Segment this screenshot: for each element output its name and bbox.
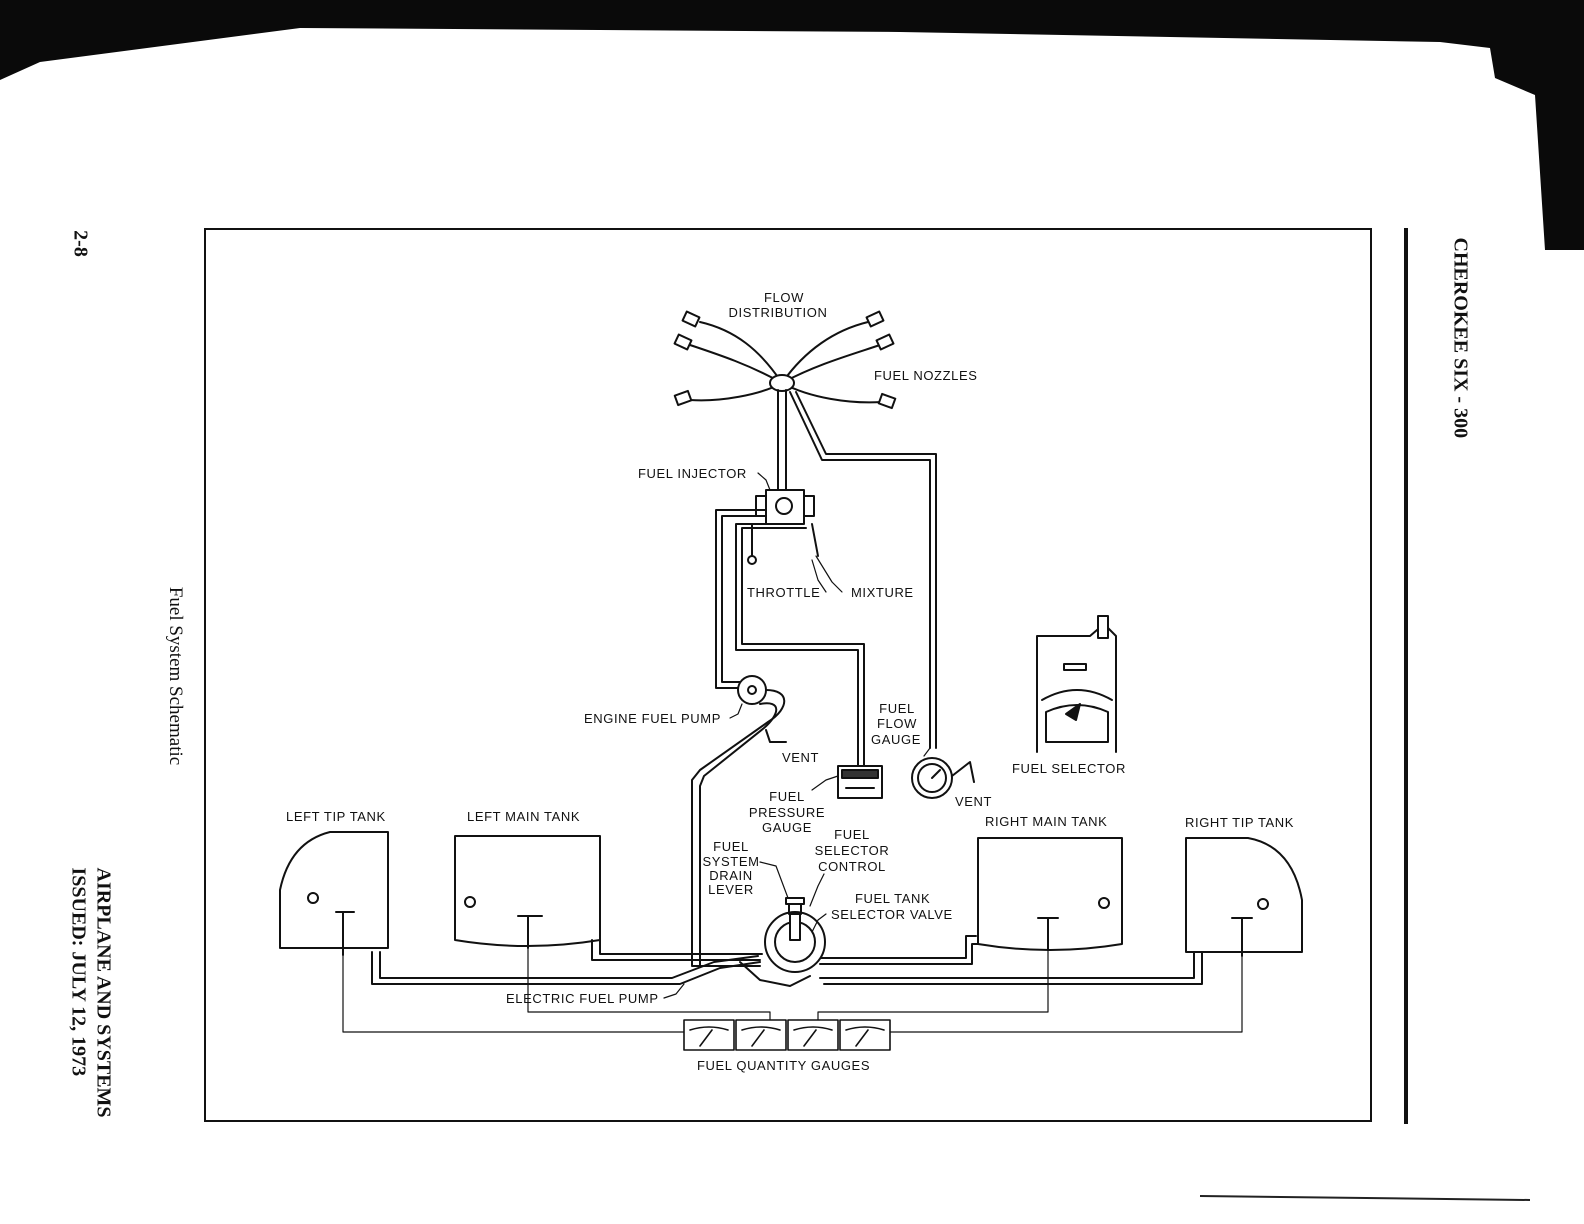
label-engine-fuel-pump: ENGINE FUEL PUMP (584, 711, 721, 726)
label-fuel-selector-control: SELECTOR (815, 843, 890, 858)
left-tip-tank (279, 831, 389, 956)
label-vent: VENT (782, 750, 819, 765)
label-right-tip-tank: RIGHT TIP TANK (1185, 815, 1294, 830)
label-fuel-pressure-gauge: GAUGE (762, 820, 812, 835)
figure-frame (204, 228, 1372, 1122)
label-vent: VENT (955, 794, 992, 809)
label-mixture: MIXTURE (851, 585, 914, 600)
engine-fuel-pump (691, 675, 787, 966)
label-left-main-tank: LEFT MAIN TANK (467, 809, 580, 824)
left-main-tank (454, 835, 601, 949)
label-left-tip-tank: LEFT TIP TANK (286, 809, 386, 824)
label-drain-lever: FUEL (713, 839, 749, 854)
label-drain-lever: SYSTEM (702, 854, 759, 869)
label-throttle: THROTTLE (747, 585, 820, 600)
label-drain-lever: LEVER (708, 882, 754, 897)
margin-rule (1404, 228, 1408, 1124)
fuel-pressure-gauge (837, 765, 883, 799)
label-electric-fuel-pump: ELECTRIC FUEL PUMP (506, 991, 659, 1006)
fuel-quantity-gauges (683, 1019, 891, 1051)
label-right-main-tank: RIGHT MAIN TANK (985, 814, 1107, 829)
fuel-injector (747, 489, 819, 565)
label-fuel-selector-control: FUEL (834, 827, 870, 842)
label-selector-valve: FUEL TANK (855, 891, 930, 906)
label-fuel-pressure-gauge: FUEL (769, 789, 805, 804)
flow-distributor (689, 321, 883, 404)
right-main-tank (977, 837, 1123, 951)
label-fuel-flow-gauge: GAUGE (871, 732, 921, 747)
fuel-nozzles (673, 310, 897, 410)
label-fuel-selector: FUEL SELECTOR (1012, 761, 1126, 776)
label-fuel-selector-control: CONTROL (818, 859, 886, 874)
label-selector-valve: SELECTOR VALVE (831, 907, 953, 922)
label-fuel-flow-gauge: FLOW (877, 716, 917, 731)
fuel-flow-gauge (911, 757, 975, 799)
label-drain-lever: DRAIN (709, 868, 752, 883)
label-fuel-nozzles: FUEL NOZZLES (874, 368, 978, 383)
label-flow-distribution: DISTRIBUTION (729, 305, 828, 320)
label-fuel-flow-gauge: FUEL (879, 701, 915, 716)
label-fuel-injector: FUEL INJECTOR (638, 466, 747, 481)
diagram-labels: FLOW DISTRIBUTION FUEL NOZZLES FUEL INJE… (286, 290, 1294, 1073)
label-fuel-quantity-gauges: FUEL QUANTITY GAUGES (697, 1058, 870, 1073)
fuel-tank-selector-valve (764, 897, 826, 973)
label-flow-distribution: FLOW (764, 290, 804, 305)
label-fuel-pressure-gauge: PRESSURE (749, 805, 825, 820)
fuel-selector-panel (1036, 615, 1117, 753)
right-tip-tank (1185, 837, 1303, 957)
